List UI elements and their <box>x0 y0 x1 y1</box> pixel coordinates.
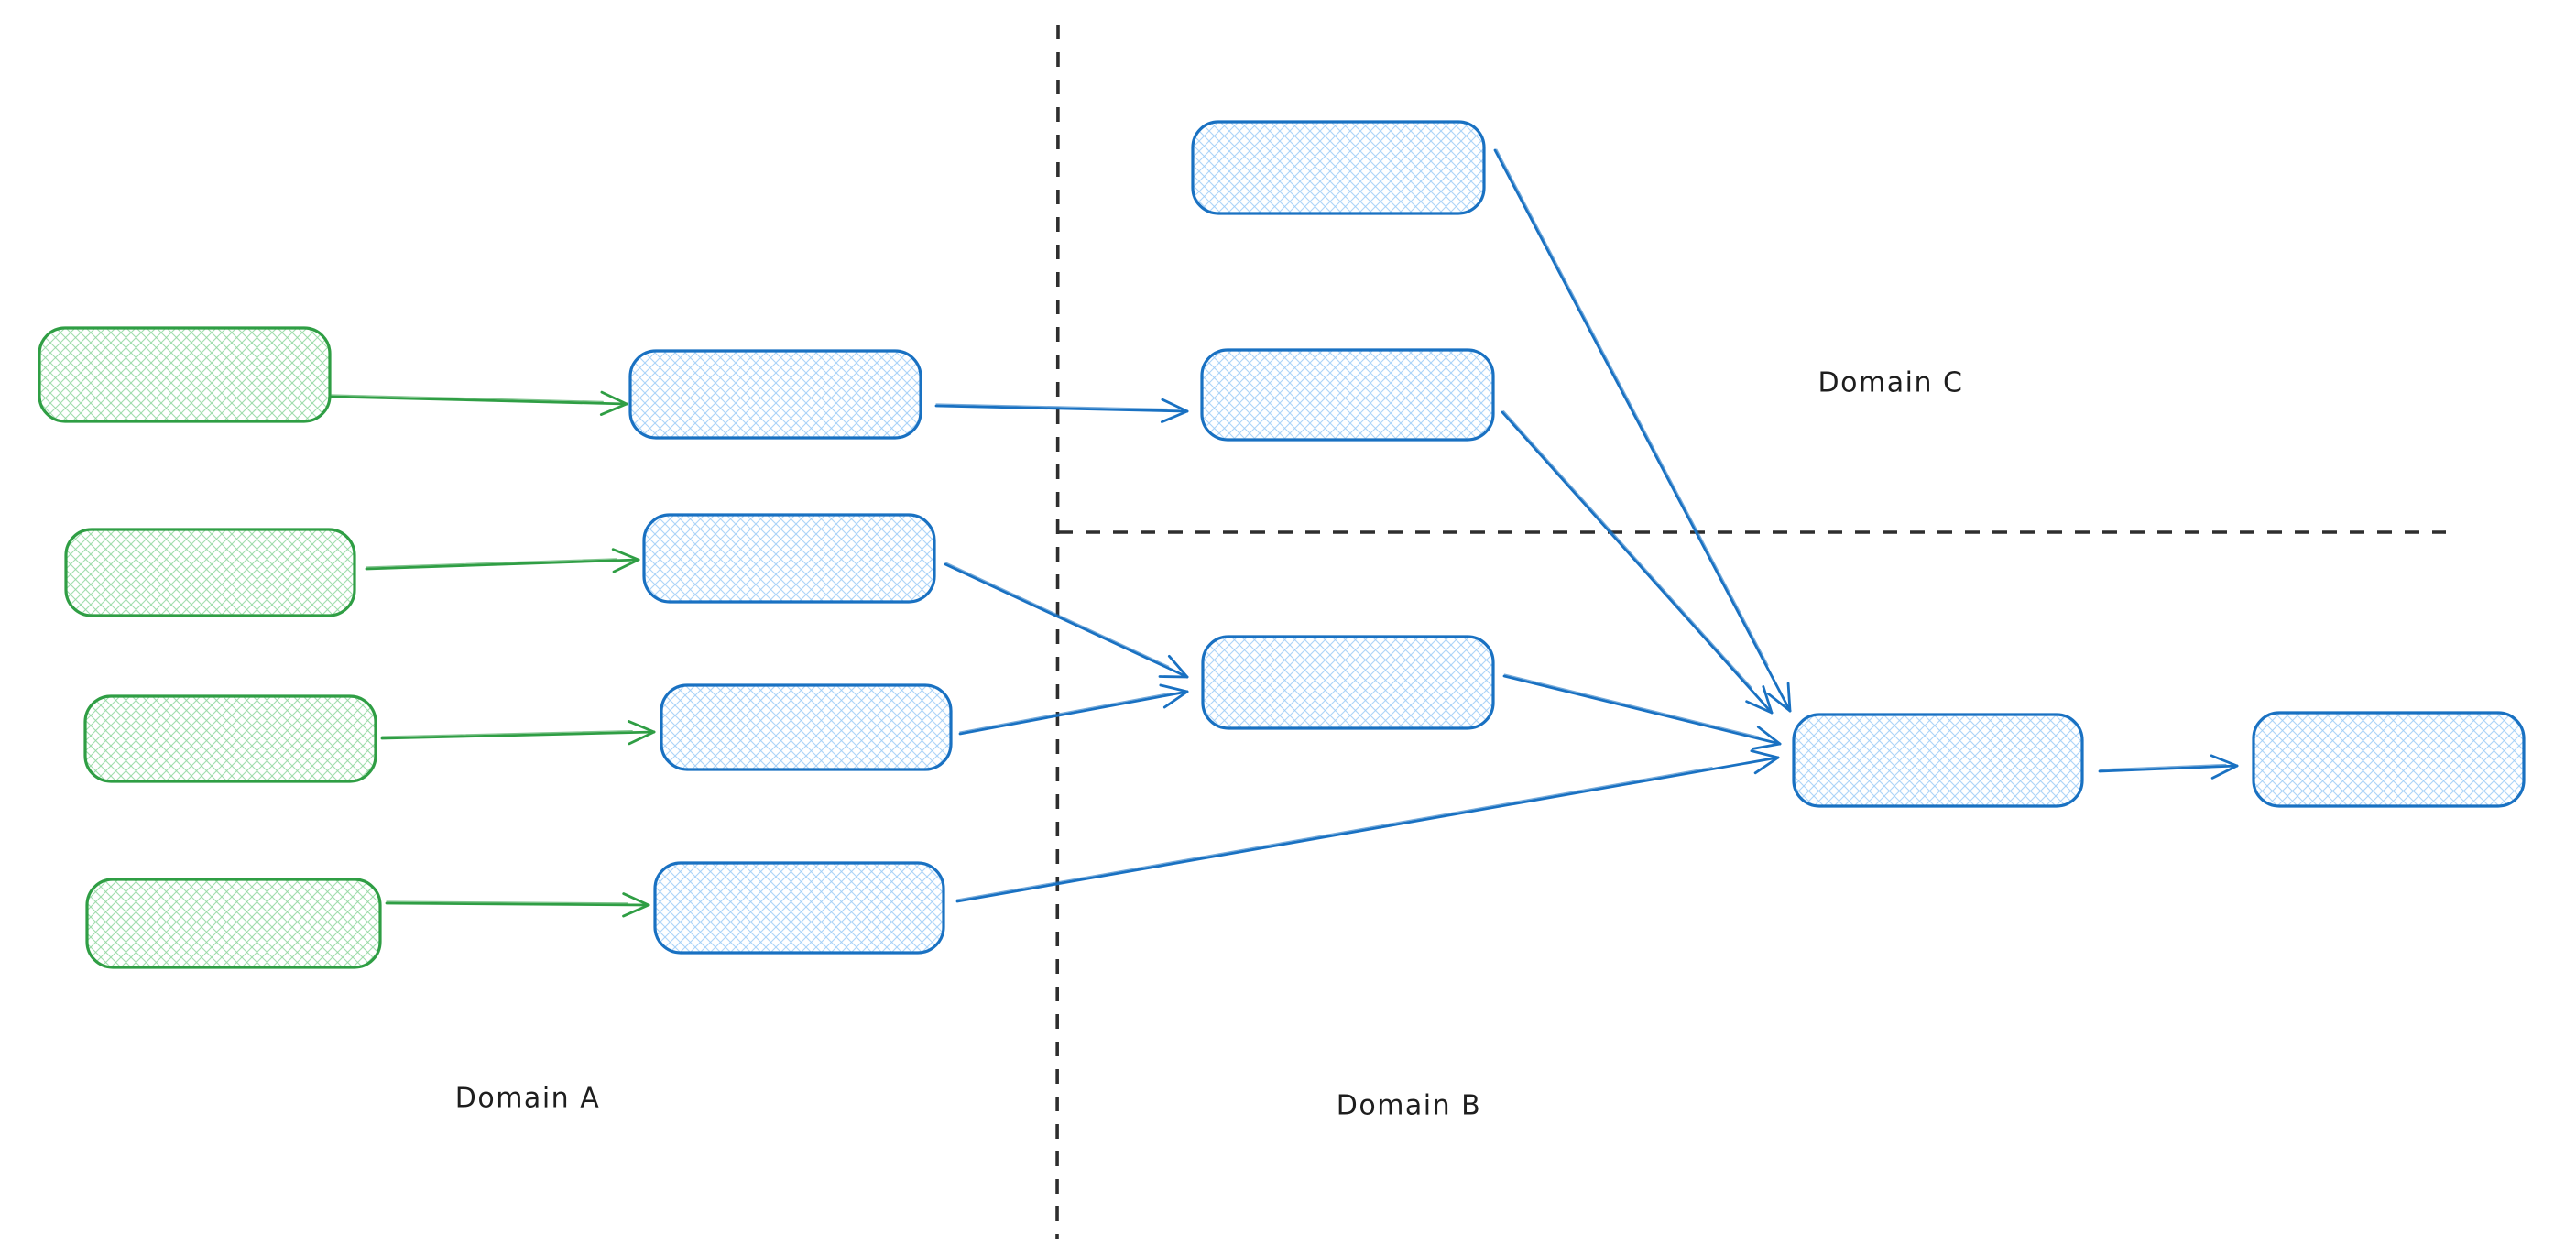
node-domain-b-box-1[interactable] <box>1201 635 1495 730</box>
node-domain-c-box-1[interactable] <box>1191 120 1486 215</box>
node-domain-b-box-3[interactable] <box>2252 711 2526 808</box>
node-domain-b-box-2[interactable] <box>1792 713 2084 808</box>
node-domain-a-output-3[interactable] <box>660 683 953 771</box>
node-domain-a-output-2[interactable] <box>642 513 936 604</box>
domain-b-label[interactable]: Domain B <box>1336 1089 1482 1122</box>
edge-a-input-2-to-a-output-2[interactable] <box>365 548 640 573</box>
node-domain-a-input-2[interactable] <box>64 528 356 617</box>
node-domain-a-output-4[interactable] <box>653 861 945 955</box>
edge-a-output-1-to-c-box-2[interactable] <box>934 398 1189 424</box>
node-domain-a-input-3[interactable] <box>83 694 377 783</box>
edge-a-input-1-to-a-output-1[interactable] <box>330 390 628 416</box>
domain-a-label[interactable]: Domain A <box>454 1082 601 1115</box>
edge-a-input-3-to-a-output-3[interactable] <box>380 720 656 746</box>
edge-b-box-1-to-b-box-2[interactable] <box>1502 673 1782 750</box>
node-domain-a-input-1[interactable] <box>38 326 332 423</box>
edge-c-box-1-to-b-box-2[interactable] <box>1493 148 1792 713</box>
edge-b-box-2-to-b-box-3[interactable] <box>2098 754 2239 780</box>
edge-a-output-4-to-b-box-2[interactable] <box>955 749 1780 903</box>
vertical-dashed-separator[interactable] <box>1055 24 1060 1239</box>
node-domain-a-input-4[interactable] <box>85 878 382 969</box>
domain-c-label[interactable]: Domain C <box>1817 366 1964 399</box>
node-domain-a-output-1[interactable] <box>628 349 922 440</box>
edge-c-box-2-to-b-box-2[interactable] <box>1501 410 1774 715</box>
node-domain-c-box-2[interactable] <box>1200 348 1495 442</box>
edge-a-output-2-to-b-box-1[interactable] <box>944 562 1189 679</box>
edge-a-output-3-to-b-box-1[interactable] <box>958 683 1189 736</box>
edge-a-input-4-to-a-output-4[interactable] <box>385 892 650 918</box>
